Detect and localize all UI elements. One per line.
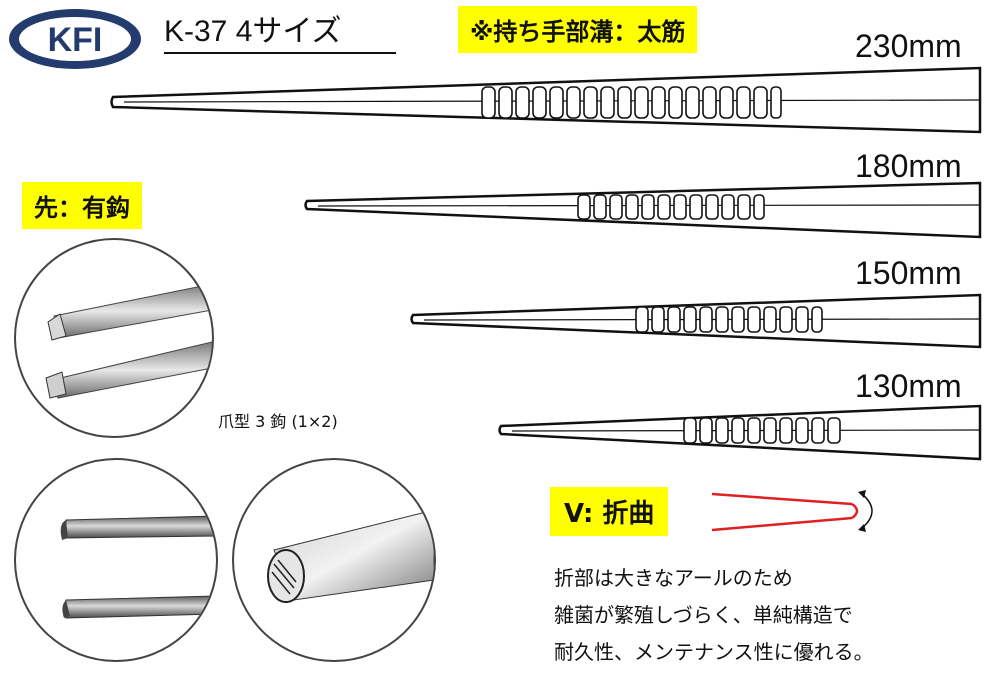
model-title: K-37 4サイズ — [164, 15, 342, 48]
bend-diagram — [712, 482, 892, 542]
title-underline — [164, 52, 396, 54]
bend-description: 折部は大きなアールのため 雑菌が繁殖しづらく、単純構造で 耐久性、メンテナンス性… — [554, 560, 874, 671]
description-line: 折部は大きなアールのため — [554, 566, 793, 590]
bend-note: V: 折曲 — [550, 487, 669, 536]
description-line: 雑菌が繁殖しづらく、単純構造で — [554, 603, 853, 627]
forceps-150 — [0, 270, 1000, 360]
size-label-230: 230mm — [855, 28, 962, 64]
forceps-230 — [0, 0, 1000, 140]
svg-text:KFI: KFI — [48, 21, 103, 59]
tip-closeup-top — [14, 238, 214, 438]
size-label-180: 180mm — [855, 148, 962, 184]
tip-type-note: 先：有鈎 — [22, 182, 142, 229]
tip-closeup-end — [232, 458, 436, 662]
forceps-180 — [0, 160, 1000, 250]
forceps-130 — [0, 385, 1000, 475]
description-line: 耐久性、メンテナンス性に優れる。 — [554, 640, 874, 664]
handle-groove-note: ※持ち手部溝：太筋 — [458, 6, 698, 53]
size-label-130: 130mm — [855, 368, 962, 404]
tip-closeup-side — [14, 458, 218, 662]
kfi-logo: KFI — [6, 6, 144, 72]
tip-caption: 爪型 3 鉤 (1×2) — [218, 412, 338, 431]
size-label-150: 150mm — [855, 255, 962, 291]
